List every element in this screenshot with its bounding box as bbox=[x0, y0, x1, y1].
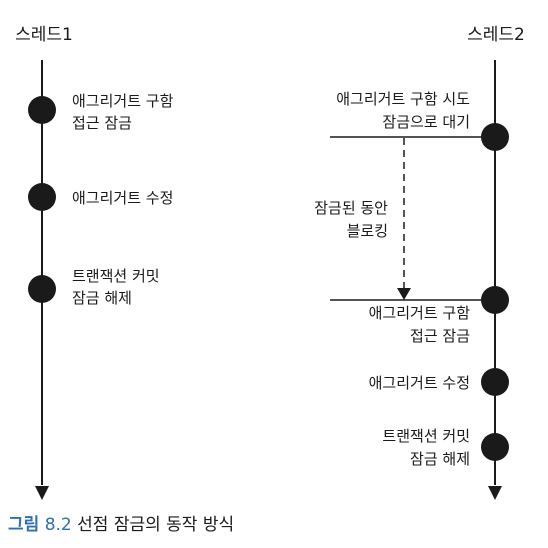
thread1-title: 스레드1 bbox=[15, 25, 73, 45]
thread2-step1-line1: 애그리거트 구함 시도 bbox=[336, 90, 470, 108]
thread2-step3-line1: 애그리거트 수정 bbox=[369, 374, 470, 392]
thread1-step1-line1: 애그리거트 구함 bbox=[72, 92, 174, 110]
blocking-label-line1: 잠금된 동안 bbox=[314, 199, 388, 217]
thread1-arrowhead bbox=[35, 486, 49, 500]
figure-caption: 그림 8.2 선점 잠금의 동작 방식 bbox=[8, 510, 234, 535]
blocking-label-line2: 블로킹 bbox=[347, 222, 388, 240]
caption-figure-label: 그림 bbox=[8, 515, 40, 535]
thread2-title: 스레드2 bbox=[467, 25, 525, 45]
thread2-step1-line2: 잠금으로 대기 bbox=[382, 113, 470, 131]
thread1-step1-dot bbox=[28, 96, 56, 124]
thread1-step3-dot bbox=[28, 275, 56, 303]
thread1-step2-line1: 애그리거트 수정 bbox=[72, 189, 173, 207]
thread1-step3-line2: 잠금 해제 bbox=[72, 289, 132, 307]
thread2-step2-dot bbox=[481, 286, 509, 314]
caption-text: 선점 잠금의 동작 방식 bbox=[77, 515, 235, 535]
thread2-step3-dot bbox=[481, 368, 509, 396]
thread2-arrowhead bbox=[488, 486, 502, 500]
blocking-arrowhead bbox=[397, 288, 411, 300]
thread1-step1-line2: 접근 잠금 bbox=[72, 114, 132, 132]
thread2-step1-dot bbox=[481, 123, 509, 151]
thread2-step4-line2: 잠금 해제 bbox=[410, 450, 470, 468]
thread2-step2-line1: 애그리거트 구함 bbox=[369, 304, 471, 322]
thread2-step4-dot bbox=[481, 433, 509, 461]
thread1-step3-line1: 트랜잭션 커밋 bbox=[72, 267, 160, 285]
thread2-step4-line1: 트랜잭션 커밋 bbox=[382, 427, 470, 445]
caption-figure-number: 8.2 bbox=[44, 515, 72, 535]
thread2-step2-line2: 접근 잠금 bbox=[410, 327, 470, 345]
thread1-step2-dot bbox=[28, 183, 56, 211]
